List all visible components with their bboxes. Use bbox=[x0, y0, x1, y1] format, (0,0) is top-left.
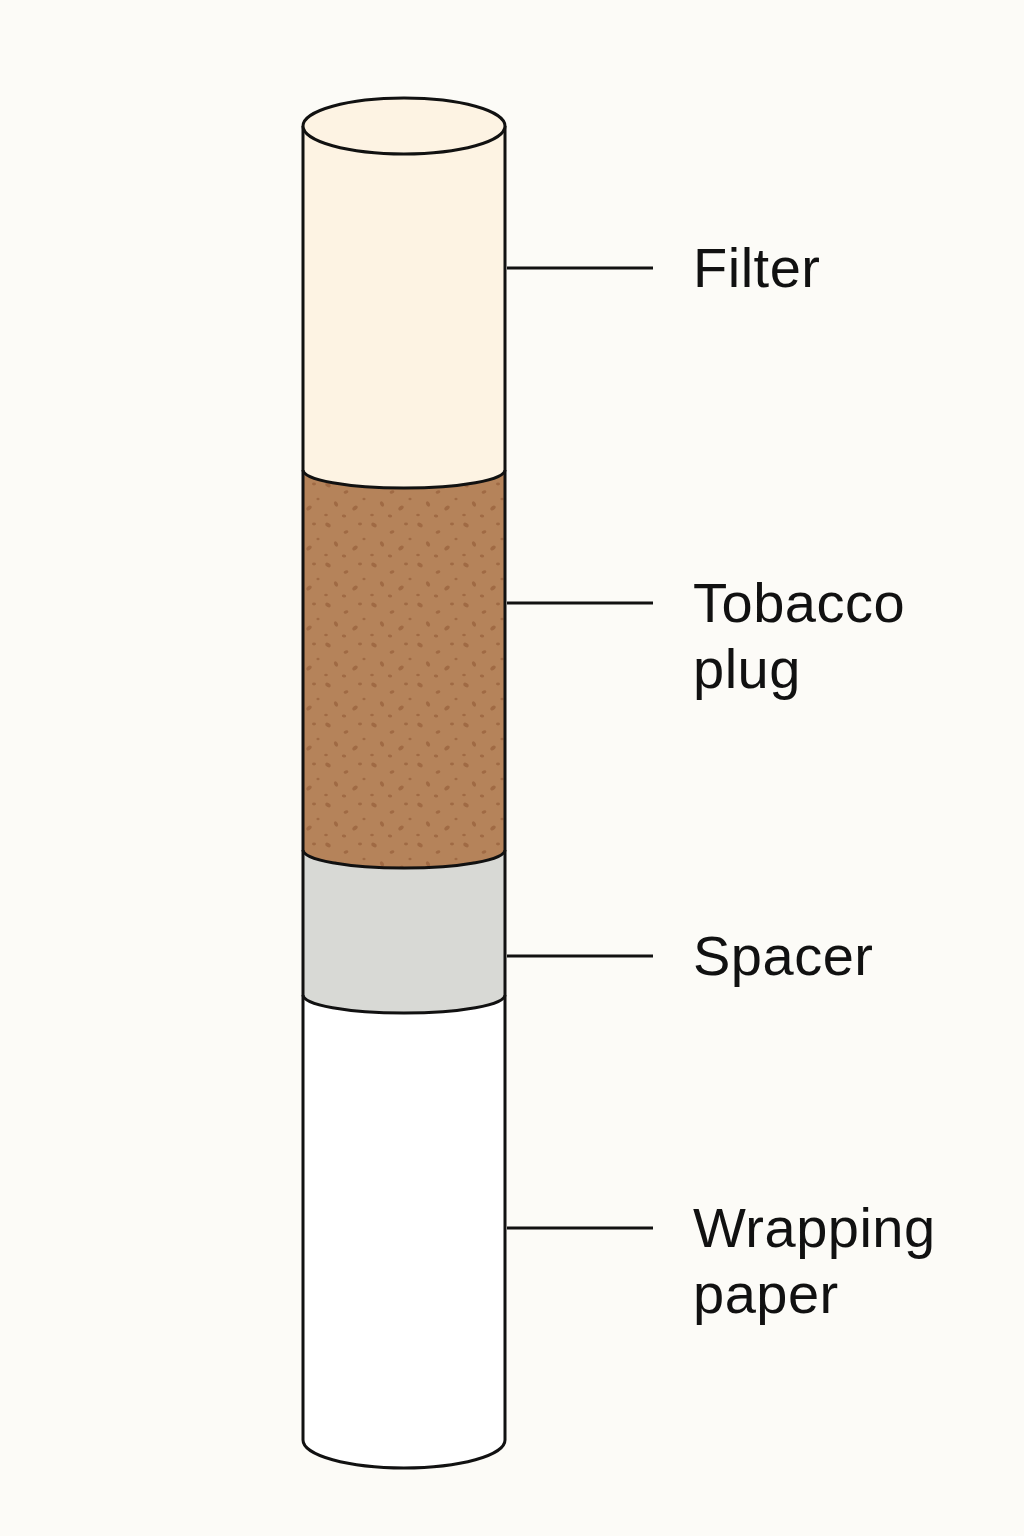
spacer-segment bbox=[303, 850, 505, 1013]
tobacco-segment bbox=[303, 470, 505, 868]
paper-segment bbox=[303, 995, 505, 1468]
part-label: Wrapping paper bbox=[693, 1195, 1008, 1327]
filter-segment bbox=[303, 126, 505, 488]
part-label: Filter bbox=[693, 235, 1008, 301]
tobacco-texture bbox=[303, 470, 505, 868]
leader-lines bbox=[507, 268, 653, 1228]
outlines bbox=[303, 98, 505, 1468]
part-label: Tobacco plug bbox=[693, 570, 1008, 702]
part-label: Spacer bbox=[693, 923, 1008, 989]
